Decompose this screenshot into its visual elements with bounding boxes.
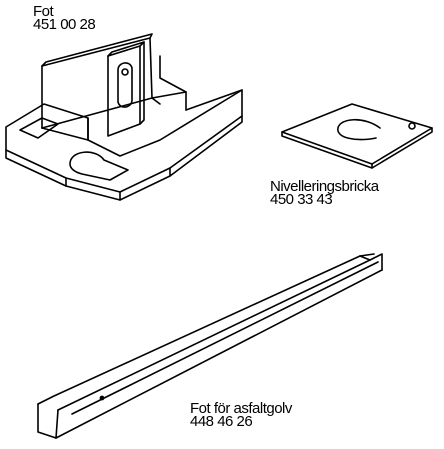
asphalt-foot-rail-illustration <box>37 253 383 439</box>
part-name: Fot <box>33 3 54 20</box>
leveling-shim-illustration <box>281 103 433 169</box>
foot-bracket-illustration <box>5 33 243 201</box>
part-name: Fot för asfaltgolv <box>190 400 292 417</box>
part-label-asphalt-foot: Fot för asfaltgolv 448 46 26 <box>190 400 292 430</box>
part-label-foot: Fot 451 00 28 <box>33 3 96 33</box>
part-label-leveling-shim: Nivelleringsbricka 450 33 43 <box>270 178 379 208</box>
part-number: 450 33 43 <box>270 191 333 208</box>
part-number: 448 46 26 <box>190 413 253 430</box>
part-number: 451 00 28 <box>33 16 96 33</box>
part-name: Nivelleringsbricka <box>270 178 379 195</box>
